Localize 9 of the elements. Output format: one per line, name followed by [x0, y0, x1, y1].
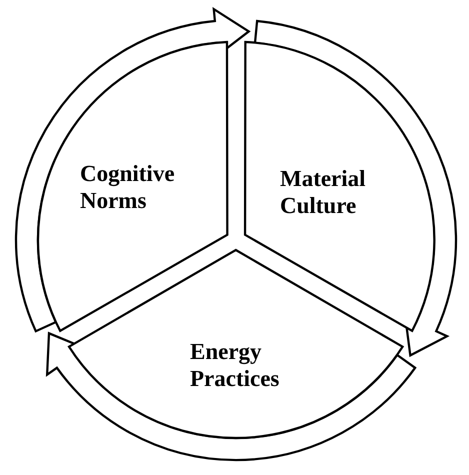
sector-shape	[37, 41, 228, 332]
sector-label: Cognitive Norms	[80, 160, 176, 214]
sector-label: Energy Practices	[190, 338, 280, 392]
sector-shape	[68, 249, 404, 439]
sector-label: Material Culture	[280, 164, 367, 219]
curved-arrow	[15, 8, 250, 332]
sector-shape	[244, 41, 435, 332]
curved-arrow	[46, 332, 416, 461]
curved-arrow	[254, 20, 457, 356]
